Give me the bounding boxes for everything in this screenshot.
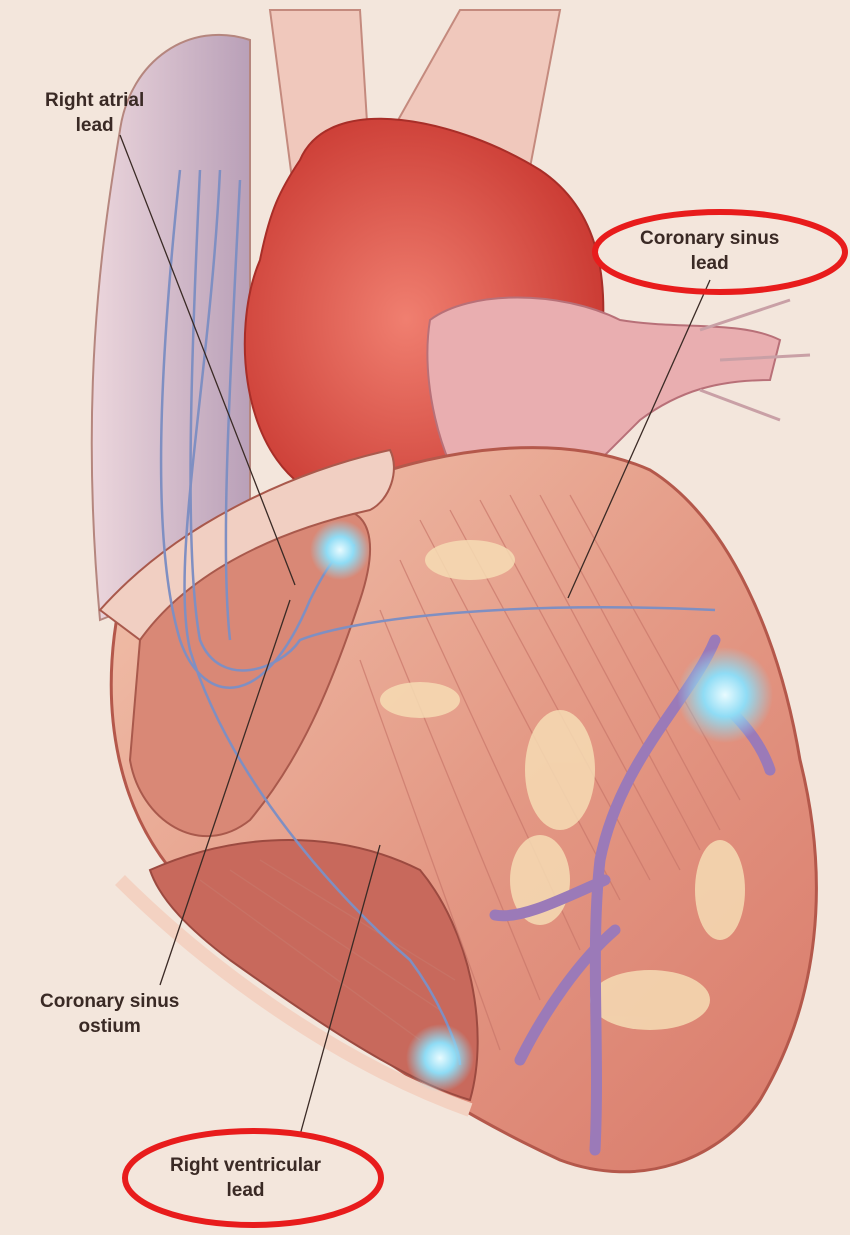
cs-electrode-glow: [677, 647, 773, 743]
label-right-atrial-lead: Right atrial lead: [45, 88, 144, 138]
label-coronary-sinus-ostium: Coronary sinus ostium: [40, 989, 179, 1039]
rv-electrode-glow: [406, 1024, 474, 1092]
atrial-electrode-glow: [310, 520, 370, 580]
label-right-ventricular-lead: Right ventricular lead: [170, 1153, 321, 1203]
label-coronary-sinus-lead: Coronary sinus lead: [640, 226, 779, 276]
